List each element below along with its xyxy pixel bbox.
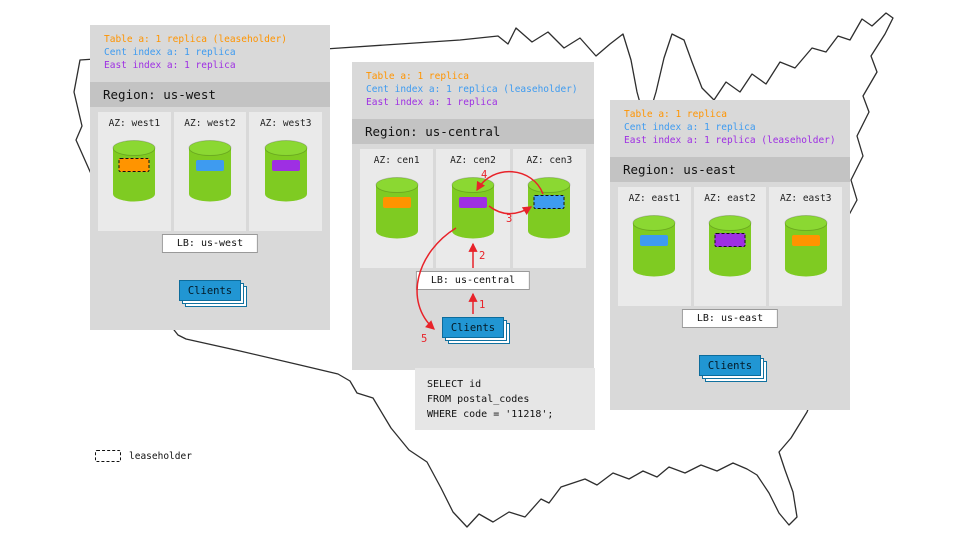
az-label: AZ: east2: [704, 193, 756, 204]
sql-query-box: SELECT id FROM postal_codes WHERE code =…: [415, 368, 595, 430]
az-row-east: AZ: east1 AZ: east2 AZ: east3: [618, 187, 843, 306]
leaseholder-swatch-icon: [95, 450, 121, 462]
az-cen1: AZ: cen1: [360, 149, 434, 268]
replica-range: [271, 160, 300, 171]
summary-east-index: East index a: 1 replica: [104, 60, 236, 71]
region-title-us-east: Region: us-east: [610, 157, 850, 182]
sql-line: WHERE code = '11218';: [427, 409, 554, 420]
replica-range: [382, 197, 411, 208]
region-title-us-west: Region: us-west: [90, 82, 330, 107]
database-cylinder-icon: [188, 140, 232, 202]
az-west3: AZ: west3: [249, 112, 323, 231]
replica-range: [791, 235, 820, 246]
clients-node-us-east: Clients: [699, 355, 761, 376]
legend: leaseholder: [95, 450, 192, 462]
replica-range: [533, 195, 565, 209]
load-balancer-us-central: LB: us-central: [415, 271, 531, 290]
summary-cent-index: Cent index a: 1 replica: [104, 47, 236, 58]
replica-range: [196, 160, 224, 171]
sql-line: FROM postal_codes: [427, 394, 530, 405]
az-label: AZ: west2: [184, 118, 236, 129]
clients-node-us-central: Clients: [442, 317, 504, 338]
summary-table-a: Table a: 1 replica: [366, 71, 469, 82]
summary-east-index: East index a: 1 replica: [366, 97, 498, 108]
replica-range: [118, 158, 150, 172]
az-label: AZ: west3: [259, 118, 312, 129]
az-east2: AZ: east2: [693, 187, 767, 306]
az-east3: AZ: east3: [769, 187, 843, 306]
summary-table-a: Table a: 1 replica (leaseholder): [104, 34, 288, 45]
region-panel-us-central: Table a: 1 replica Cent index a: 1 repli…: [352, 62, 594, 370]
replica-summary-west: Table a: 1 replica (leaseholder) Cent in…: [104, 33, 287, 72]
az-west2: AZ: west2: [173, 112, 247, 231]
summary-east-index: East index a: 1 replica (leaseholder): [624, 135, 836, 146]
summary-cent-index: Cent index a: 1 replica: [624, 122, 756, 133]
az-east1: AZ: east1: [618, 187, 691, 306]
az-label: AZ: east3: [779, 193, 832, 204]
database-cylinder-icon: [451, 177, 495, 239]
az-label: AZ: cen1: [373, 155, 420, 166]
replica-summary-central: Table a: 1 replica Cent index a: 1 repli…: [366, 70, 578, 109]
database-cylinder-icon: [264, 140, 308, 202]
replica-summary-east: Table a: 1 replica Cent index a: 1 repli…: [624, 108, 836, 147]
region-panel-us-east: Table a: 1 replica Cent index a: 1 repli…: [610, 100, 850, 410]
summary-table-a: Table a: 1 replica: [624, 109, 727, 120]
az-label: AZ: cen2: [450, 155, 496, 166]
az-row-central: AZ: cen1 AZ: cen2 AZ: cen3: [360, 149, 586, 268]
sql-line: SELECT id: [427, 379, 482, 390]
load-balancer-us-east: LB: us-east: [681, 309, 779, 328]
region-panel-us-west: Table a: 1 replica (leaseholder) Cent in…: [90, 25, 330, 330]
database-cylinder-icon: [375, 177, 419, 239]
summary-cent-index: Cent index a: 1 replica (leaseholder): [366, 84, 578, 95]
legend-label: leaseholder: [129, 450, 192, 462]
region-title-us-central: Region: us-central: [352, 119, 594, 144]
az-cen3: AZ: cen3: [512, 149, 586, 268]
az-row-west: AZ: west1 AZ: west2 AZ: west3: [98, 112, 323, 231]
replica-range: [640, 235, 669, 246]
load-balancer-us-west: LB: us-west: [161, 234, 259, 253]
az-west1: AZ: west1: [98, 112, 171, 231]
replica-range: [458, 197, 487, 208]
az-label: AZ: cen3: [526, 155, 573, 166]
az-label: AZ: east1: [628, 193, 681, 204]
az-cen2: AZ: cen2: [436, 149, 510, 268]
database-cylinder-icon: [784, 215, 828, 277]
clients-node-us-west: Clients: [179, 280, 241, 301]
az-label: AZ: west1: [108, 118, 161, 129]
replica-range: [714, 233, 746, 247]
database-cylinder-icon: [632, 215, 676, 277]
